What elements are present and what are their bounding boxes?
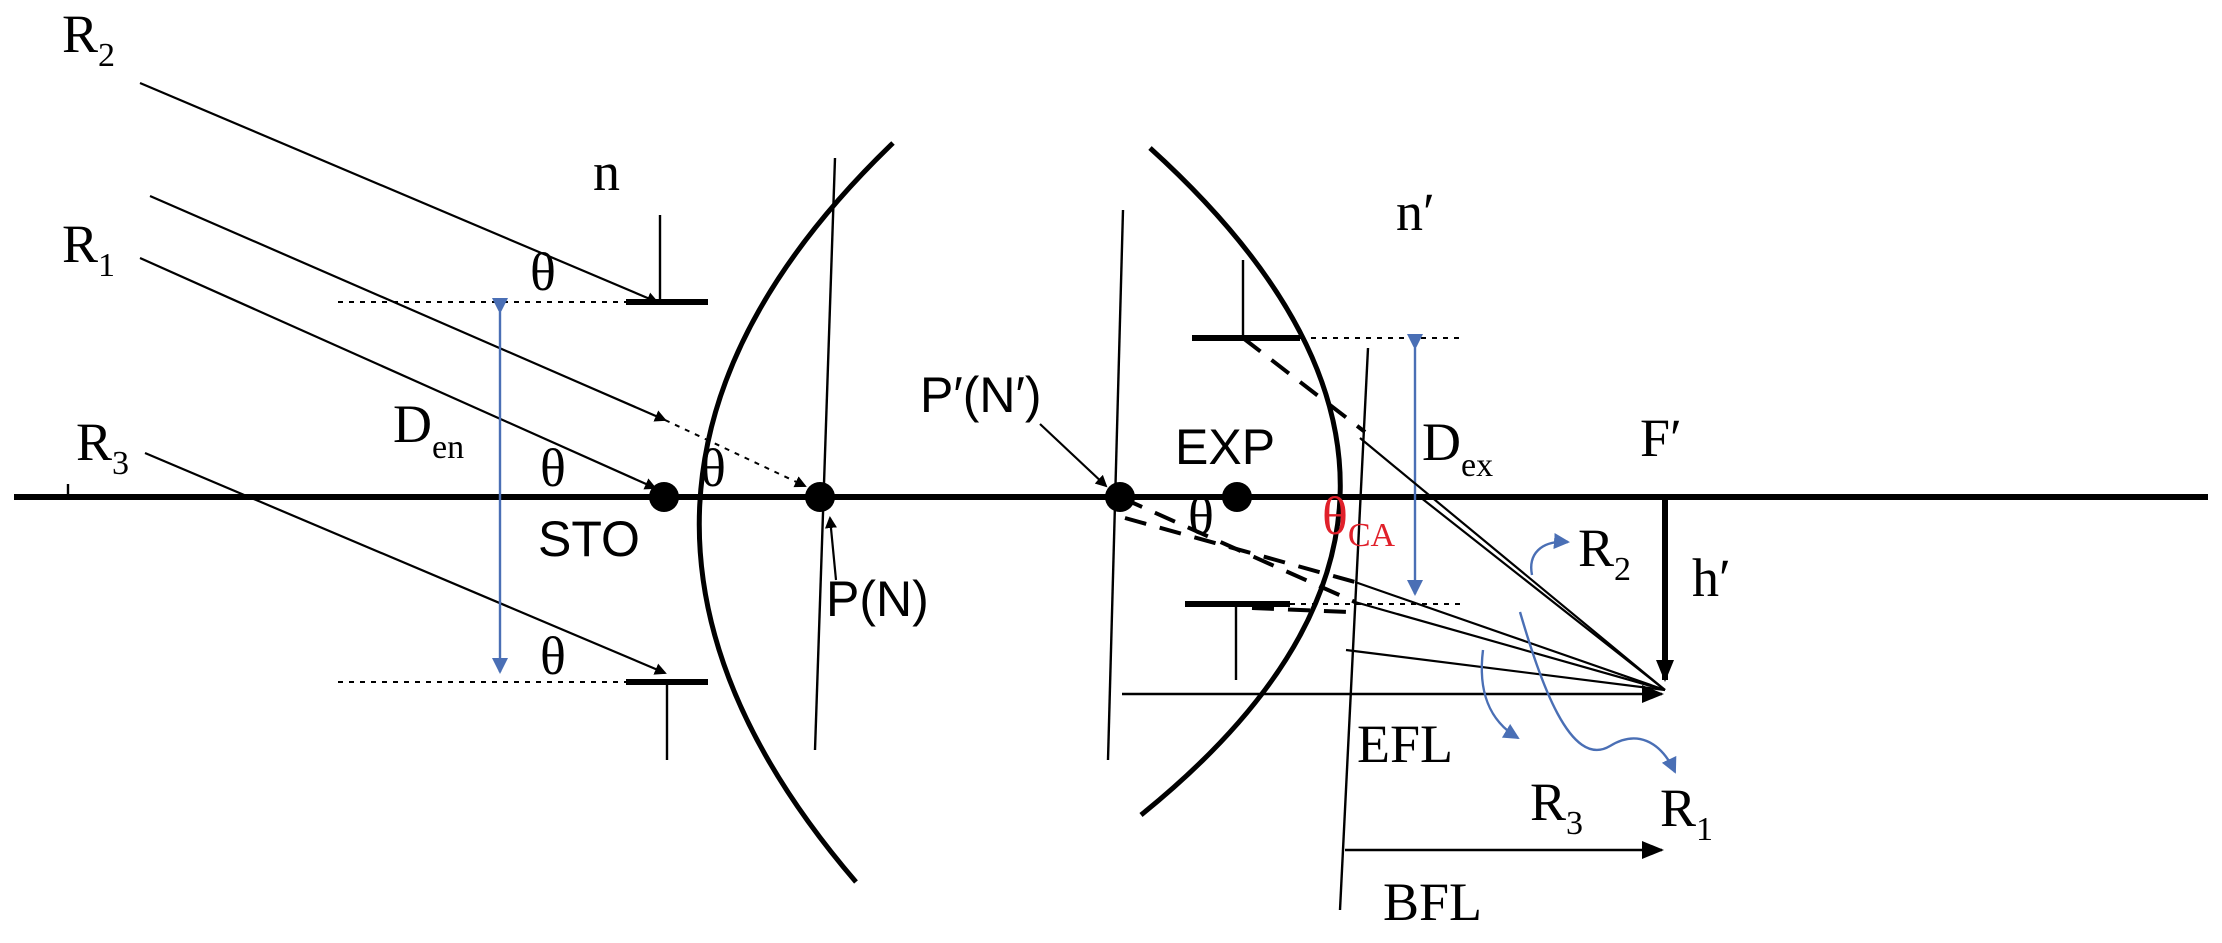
label-theta-mid: θ [700,438,726,498]
label-theta-axis: θ [540,438,566,498]
r3-out-callout [1480,649,1520,740]
p-prime-point [1105,482,1135,512]
exp-point [1222,482,1252,512]
label-d-ex: Dex [1422,412,1493,484]
label-p-prime-n-prime: P′(N′) [920,367,1042,423]
dashed-ray-1 [1241,336,1367,434]
p-n-point [805,482,835,512]
principal-plane-front [813,157,837,751]
label-theta-exit: θ [1188,486,1214,546]
converging-ray-2 [1419,496,1666,691]
ray-r3-in [144,451,667,675]
label-theta-top: θ [530,242,556,302]
label-bfl: BFL [1383,872,1482,932]
dashed-ray-3 [1124,516,1356,584]
p-prime-pointer [1039,423,1108,488]
label-f-prime: F′ [1640,408,1682,468]
ray-r1-in [139,256,657,490]
label-r3: R3 [76,412,129,482]
label-r1: R1 [62,214,115,284]
ray-r2-in [139,81,659,304]
label-r2: R2 [62,4,115,74]
rear-lens-surface [1139,146,1343,817]
label-r3-out: R3 [1530,772,1583,842]
r2-out-callout [1530,533,1570,576]
dashed-ray-4 [1251,606,1349,614]
label-sto: STO [538,511,640,567]
ray-mid-dashed [664,419,807,488]
converging-ray-3 [1354,580,1666,692]
label-theta-ca: θCA [1322,486,1396,554]
label-n-prime: n′ [1396,182,1435,242]
ray-mid-in [149,194,667,422]
label-exp: EXP [1175,419,1275,475]
label-n: n [593,142,620,202]
label-efl: EFL [1357,714,1453,774]
label-theta-bottom: θ [540,626,566,686]
sto-point [649,482,679,512]
r1-out-callout [1518,611,1677,774]
front-lens-surface [696,141,895,884]
label-r2-out: R2 [1578,518,1631,588]
converging-ray-5 [1345,648,1666,692]
converging-ray-1 [1359,437,1666,691]
label-d-en: Den [393,394,464,466]
label-r1-out: R1 [1660,778,1713,848]
converging-ray-4 [1354,600,1666,692]
label-p-n: P(N) [826,571,929,627]
p-n-pointer [824,516,838,581]
label-h-prime: h′ [1692,548,1731,608]
